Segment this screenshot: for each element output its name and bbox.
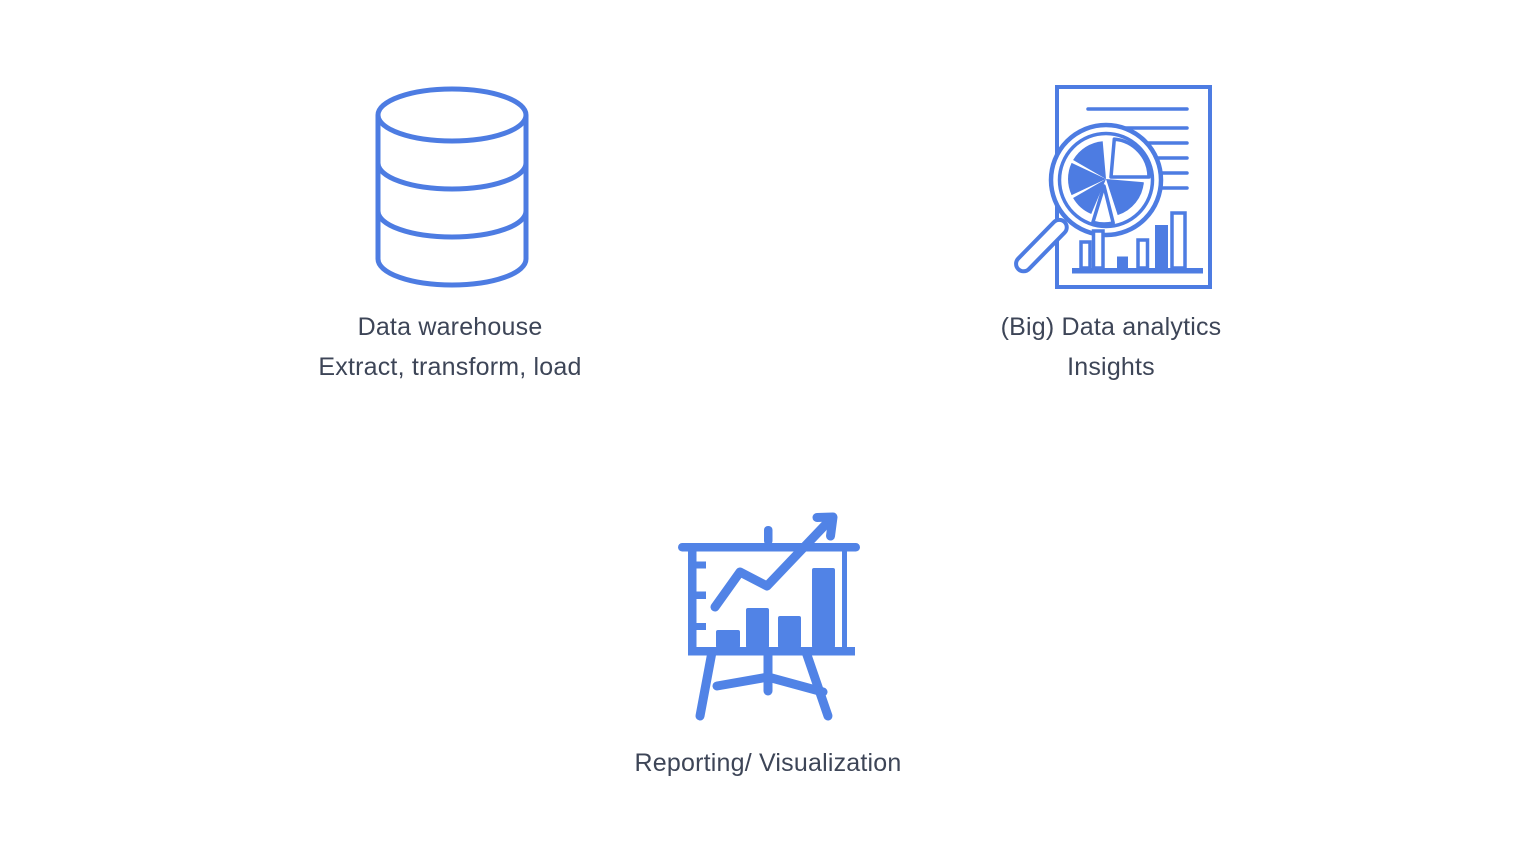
item-title: Reporting/ Visualization xyxy=(634,749,902,777)
pie-chart-filled-slices xyxy=(1068,141,1144,216)
trend-line xyxy=(710,517,833,612)
easel-right-leg xyxy=(801,647,833,721)
item-title: Data warehouse xyxy=(357,313,543,341)
item-subtitle: Extract, transform, load xyxy=(318,353,582,381)
magnifier-handle xyxy=(1014,217,1069,274)
bar-chart-outlined-bars xyxy=(1079,211,1187,270)
easel-bars xyxy=(716,568,835,648)
easel-left-leg xyxy=(695,647,717,721)
database-icon xyxy=(375,86,529,288)
cylinder-bottom xyxy=(375,258,529,288)
presentation-chart-icon xyxy=(678,512,860,721)
cylinder-top xyxy=(375,86,529,144)
magnifier-lens-inner xyxy=(1057,131,1155,229)
bar-chart-baseline xyxy=(1072,268,1203,274)
easel-braces xyxy=(712,672,828,697)
item-title: (Big) Data analytics xyxy=(1000,313,1222,341)
document-text-lines xyxy=(1086,107,1189,190)
bar-chart-filled-bars xyxy=(1117,225,1168,268)
cylinder-band xyxy=(375,162,529,192)
trend-arrowhead xyxy=(812,512,838,541)
pie-chart-exploded-slices xyxy=(1091,137,1151,226)
magnifier-analytics-icon xyxy=(1014,85,1212,289)
item-subtitle: Insights xyxy=(1067,353,1155,381)
cylinder-band xyxy=(375,210,529,240)
